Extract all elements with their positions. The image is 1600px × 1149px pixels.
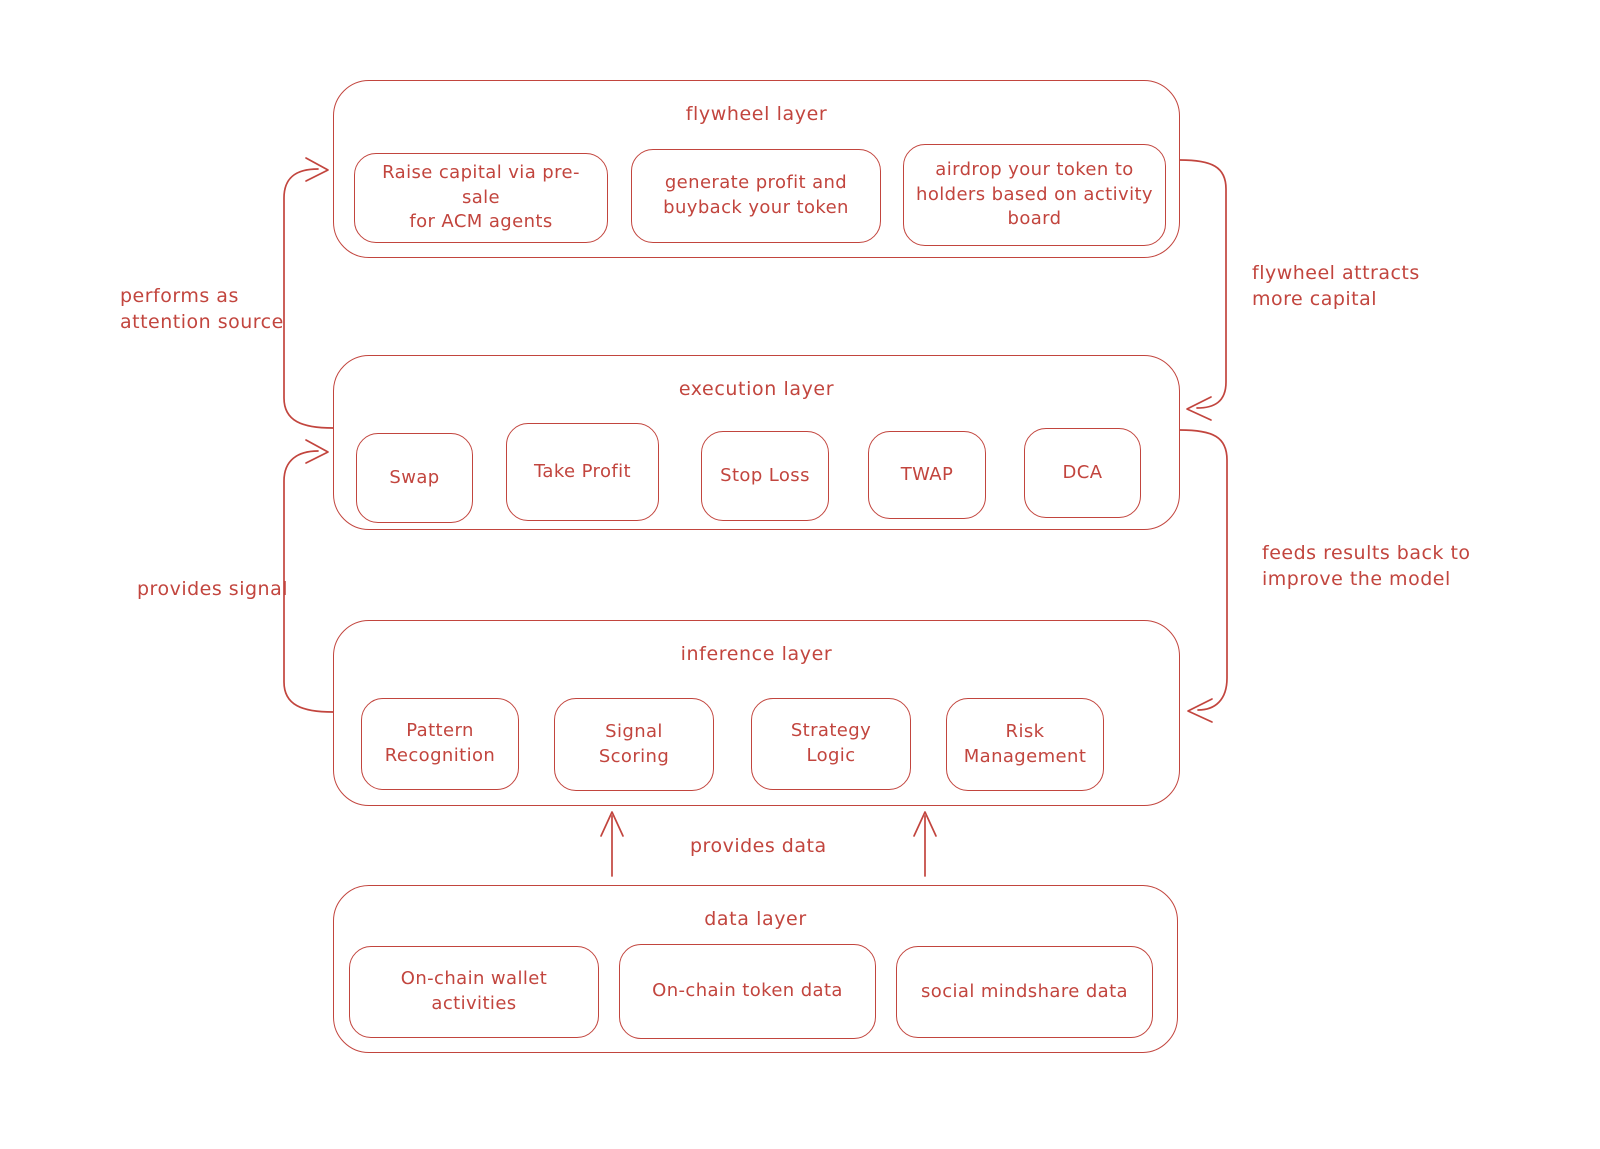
edge-label-feeds-results-back: feeds results back to improve the model xyxy=(1262,542,1471,591)
data-layer-title: data layer xyxy=(704,908,807,930)
node-airdrop-token: airdrop your token to holders based on a… xyxy=(903,144,1166,246)
node-swap: Swap xyxy=(356,433,473,523)
node-social-mindshare-data: social mindshare data xyxy=(896,946,1153,1038)
node-pattern-recognition: Pattern Recognition xyxy=(361,698,519,790)
node-onchain-token-data: On-chain token data xyxy=(619,944,876,1039)
node-signal-scoring: Signal Scoring xyxy=(554,698,714,791)
node-strategy-logic: Strategy Logic xyxy=(751,698,911,790)
node-risk-management: Risk Management xyxy=(946,698,1104,791)
execution-layer-title: execution layer xyxy=(678,378,835,400)
layer-data: data layer On-chain wallet activities On… xyxy=(333,885,1178,1053)
node-generate-profit: generate profit and buyback your token xyxy=(631,149,881,243)
flywheel-layer-title: flywheel layer xyxy=(685,103,828,125)
inference-layer-title: inference layer xyxy=(680,643,833,665)
edge-label-flywheel-attracts-more-capital: flywheel attracts more capital xyxy=(1252,262,1420,311)
edge-label-provides-data: provides data xyxy=(690,835,827,857)
arrow-execution-to-flywheel xyxy=(283,157,334,429)
node-onchain-wallet-activities: On-chain wallet activities xyxy=(349,946,599,1038)
arrow-execution-to-inference xyxy=(1179,429,1228,723)
edge-label-provides-signal: provides signal xyxy=(137,578,288,600)
layer-flywheel: flywheel layer Raise capital via pre-sal… xyxy=(333,80,1180,258)
layer-inference: inference layer Pattern Recognition Sign… xyxy=(333,620,1180,806)
arrow-flywheel-to-execution xyxy=(1179,159,1227,421)
node-raise-capital: Raise capital via pre-sale for ACM agent… xyxy=(354,153,608,243)
node-stop-loss: Stop Loss xyxy=(701,431,829,521)
node-take-profit: Take Profit xyxy=(506,423,659,521)
arrow-data-to-inference-right xyxy=(913,811,937,877)
edge-label-performs-as-attention-source: performs as attention source xyxy=(120,285,284,334)
layer-execution: execution layer Swap Take Profit Stop Lo… xyxy=(333,355,1180,530)
arrow-data-to-inference-left xyxy=(600,811,624,877)
arrow-inference-to-execution xyxy=(283,439,334,713)
node-dca: DCA xyxy=(1024,428,1141,518)
node-twap: TWAP xyxy=(868,431,986,519)
